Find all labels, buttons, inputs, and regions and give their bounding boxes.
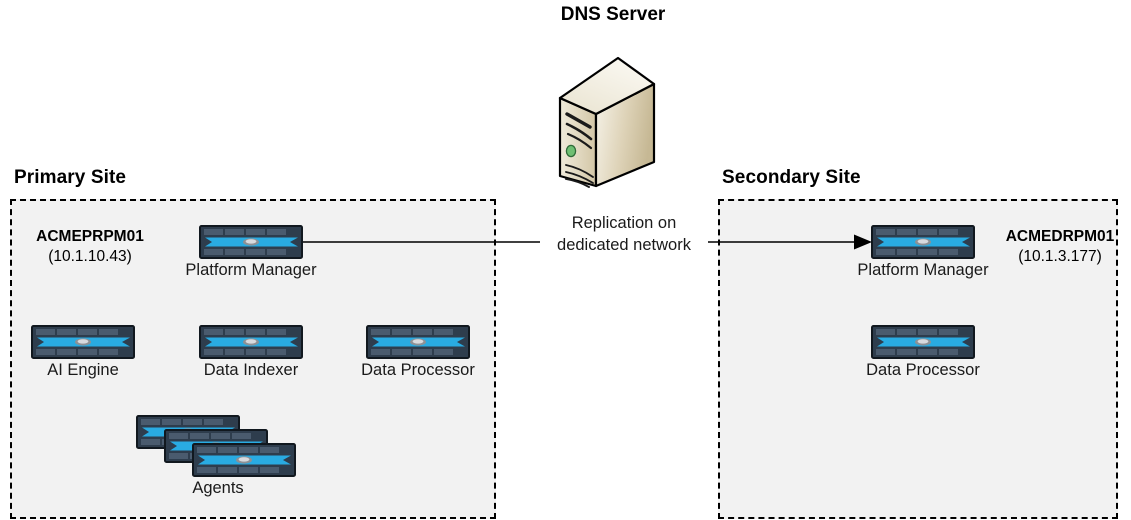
agents-caption: Agents <box>192 479 244 497</box>
replication-link-label: Replication on dedicated network <box>540 213 708 257</box>
dns-server-group: DNS Server <box>518 4 708 188</box>
node-primary-data-processor[interactable]: Data Processor <box>361 325 475 379</box>
network-appliance-icon <box>31 325 135 359</box>
node-primary-agents-stack[interactable]: Agents <box>136 415 352 501</box>
network-appliance-icon <box>871 325 975 359</box>
agent-instance[interactable] <box>192 443 296 477</box>
replication-label-line1: Replication on <box>571 214 677 232</box>
secondary-site-title: Secondary Site <box>722 167 861 188</box>
node-caption: Data Processor <box>866 361 980 379</box>
primary-host-name: ACMEPRPM01 <box>36 228 144 245</box>
network-appliance-icon <box>199 325 303 359</box>
network-appliance-icon <box>366 325 470 359</box>
primary-host-label: ACMEPRPM01 (10.1.10.43) <box>10 227 170 267</box>
node-primary-ai-engine[interactable]: AI Engine <box>31 325 135 379</box>
node-secondary-platform-manager[interactable]: Platform Manager <box>857 225 989 279</box>
dns-server-title: DNS Server <box>560 4 666 25</box>
server-tower-icon <box>558 56 656 188</box>
primary-host-ip: (10.1.10.43) <box>48 248 132 266</box>
node-caption: AI Engine <box>47 361 119 379</box>
replication-label-line2: dedicated network <box>557 235 691 254</box>
node-caption: Platform Manager <box>185 261 317 279</box>
network-appliance-icon <box>871 225 975 259</box>
node-primary-data-indexer[interactable]: Data Indexer <box>199 325 303 379</box>
node-caption: Platform Manager <box>857 261 989 279</box>
network-appliance-icon <box>192 443 296 477</box>
network-appliance-icon <box>199 225 303 259</box>
node-caption: Data Processor <box>361 361 475 379</box>
primary-site-title: Primary Site <box>14 167 127 188</box>
secondary-host-label: ACMEDRPM01 (10.1.3.177) <box>980 227 1131 267</box>
secondary-host-ip: (10.1.3.177) <box>1018 248 1102 266</box>
secondary-host-name: ACMEDRPM01 <box>1005 228 1115 245</box>
node-primary-platform-manager[interactable]: Platform Manager <box>185 225 317 279</box>
node-caption: Data Indexer <box>203 361 299 379</box>
node-secondary-data-processor[interactable]: Data Processor <box>866 325 980 379</box>
